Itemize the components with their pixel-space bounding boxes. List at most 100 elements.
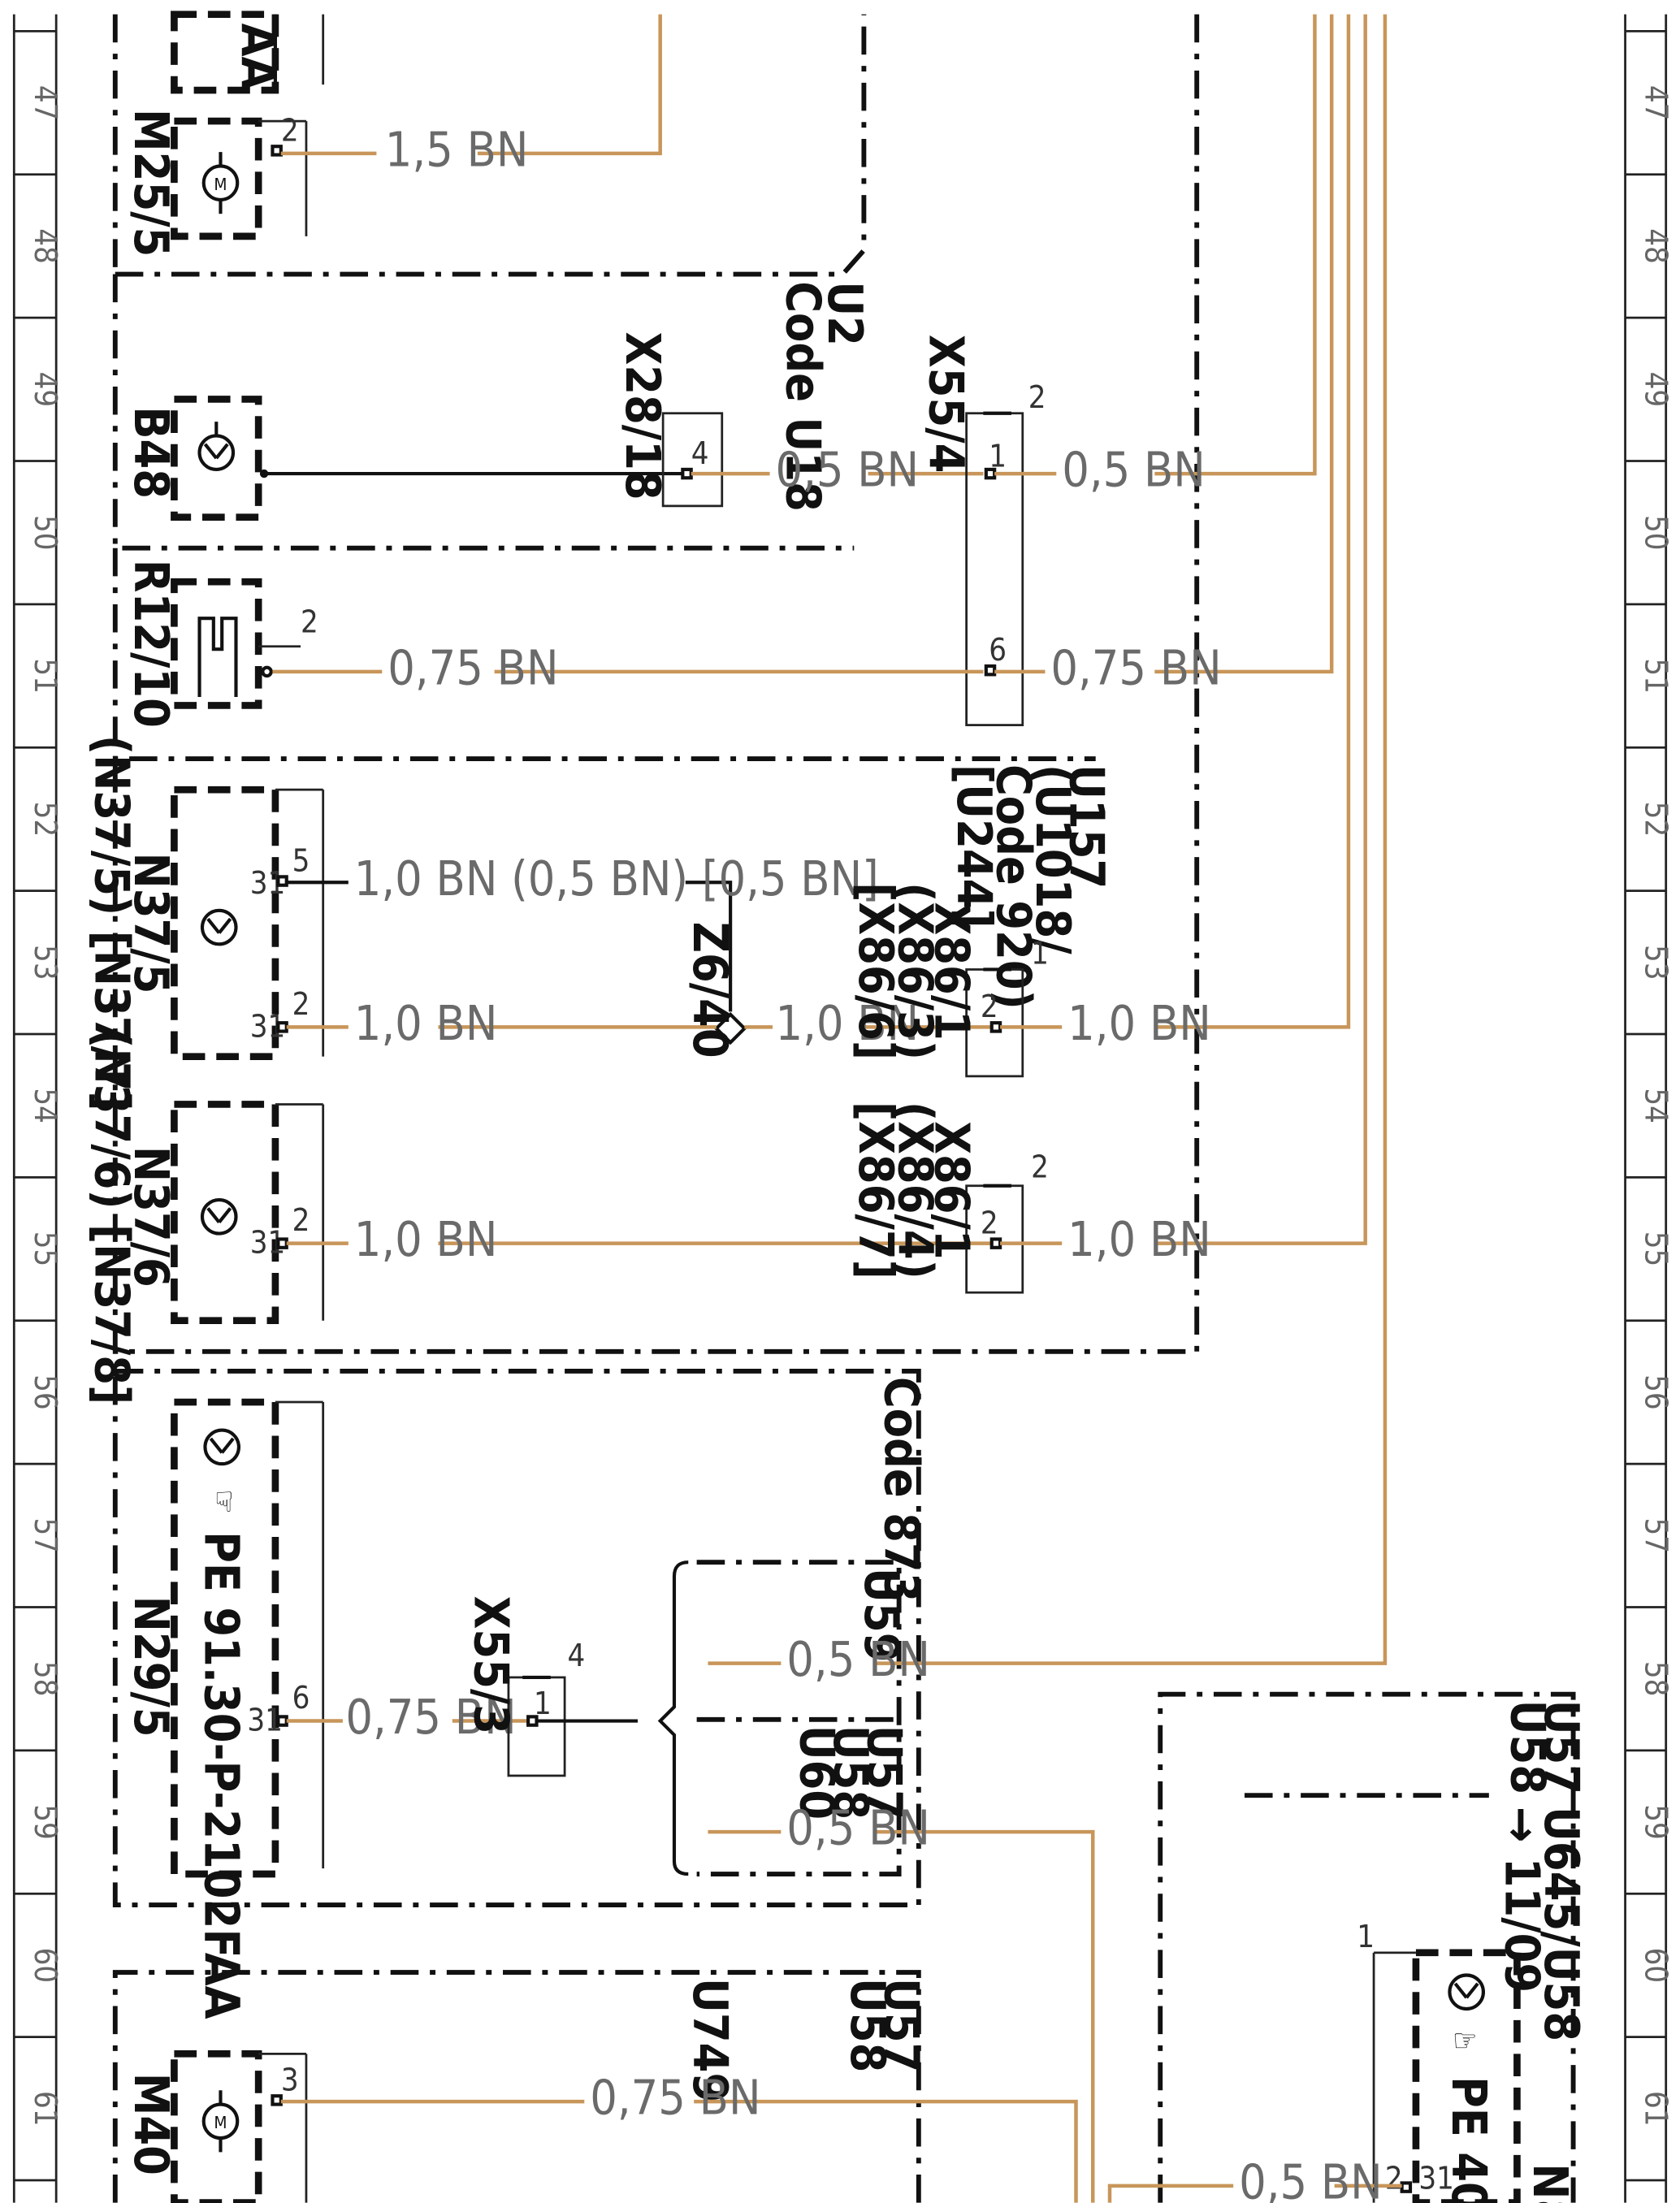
grid-number: 60 [28,1948,63,1984]
grid-number: 54 [28,1088,63,1123]
svg-text:0,75 BN: 0,75 BN [590,2070,760,2126]
variant-brace: U59 U57 U58 U60 [657,1560,913,1876]
grid-number: 58 [28,1661,63,1697]
svg-text:0,5 BN: 0,5 BN [786,1631,930,1687]
code-u157: U157 (U1018/ Code 920) [U244] [946,764,1115,1010]
grid-number: 56 [28,1374,63,1410]
svg-text:U58: U58 [823,1725,879,1820]
grid-number: 60 [1639,1948,1674,1984]
wire-x55-right-1: 0,5 BN [994,14,1317,498]
svg-text:0,5 BN: 0,5 BN [1062,442,1206,498]
wire-u59: 0,5 BN [708,14,1388,1687]
code-873: Code 873 [873,1377,929,1603]
grid-number: 54 [1639,1088,1674,1123]
svg-text:2: 2 [981,989,998,1024]
svg-text:6: 6 [989,632,1007,668]
wire-x55-right-2: 0,75 BN [994,14,1334,695]
grid-number: 56 [1639,1374,1674,1410]
svg-text:U58: U58 [1500,1700,1557,1795]
svg-text:[X86/7]: [X86/7] [848,1102,904,1279]
grid-number: 50 [28,515,63,551]
svg-text:X28/18: X28/18 [615,331,671,500]
grid-number: 61 [1639,2091,1674,2127]
svg-text:[U244]: [U244] [946,764,1002,928]
svg-text:0,5 BN: 0,5 BN [775,442,919,498]
code-u2: U2 Code U18 [775,281,873,512]
svg-text:31: 31 [250,1225,286,1261]
svg-text:U645/U58: U645/U58 [1534,1807,1590,2041]
grid-number: 53 [1639,945,1674,980]
b48-component: B48 [123,396,262,522]
wire-n8: 0,5 BN [1107,2153,1402,2203]
svg-text:PE 91.30-P-2102FAA: PE 91.30-P-2102FAA [193,1531,249,2019]
wire-x28-x55: 0,5 BN [691,442,984,498]
svg-text:2: 2 [301,604,318,639]
grid-number: 47 [28,85,63,121]
x28-18-connector: X28/18 4 [615,331,724,508]
svg-text:(N37/5) [N37/7]: (N37/5) [N37/7] [84,735,141,1111]
svg-text:0,75 BN: 0,75 BN [1050,639,1221,695]
svg-text:2: 2 [292,1202,310,1238]
m25-5-label: M25/5 [123,109,180,257]
svg-text:0,5 BN: 0,5 BN [786,1800,930,1856]
grid-number: 47 [1639,85,1674,121]
svg-text:U2: U2 [817,281,873,346]
wire-n37-5-bottom: 1,0 BN 1,0 BN [286,995,992,1051]
svg-text:(N37/6) [N37/8]: (N37/6) [N37/8] [84,1028,141,1404]
svg-text:(U1018/: (U1018/ [1025,764,1081,954]
wire-m25-5: 1,5 BN [280,14,662,177]
svg-text:31: 31 [250,865,286,901]
grid-number: 53 [28,945,63,980]
svg-text:6: 6 [292,1680,310,1716]
svg-text:U59: U59 [854,1568,910,1663]
svg-text:Z6/40: Z6/40 [682,922,738,1058]
svg-text:N29/5: N29/5 [123,1596,180,1738]
svg-text:U57: U57 [873,1978,929,2073]
aa-label: AA [230,24,286,90]
svg-text:[X86/6]: [X86/6] [848,882,904,1060]
hand-pointer-icon-2: ☞ [1453,2023,1478,2058]
svg-text:1,0 BN: 1,0 BN [1067,995,1211,1051]
x86-1-upper-connector: X86/1 (X86/3) [X86/6] 1 2 [848,882,1049,1078]
grid-number: 57 [28,1518,63,1554]
grid-number: 59 [28,1804,63,1840]
grid-number: 55 [1639,1231,1674,1267]
svg-text:X86/1: X86/1 [924,1121,981,1259]
grid-number: 52 [1639,802,1674,837]
svg-text:N37/5: N37/5 [123,852,180,993]
grid-number: 49 [28,372,63,408]
grid-number: 51 [28,658,63,694]
svg-text:5: 5 [292,842,310,878]
svg-text:X55/4: X55/4 [919,335,975,473]
z6-40-splice: Z6/40 [682,922,747,1058]
svg-text:31: 31 [250,1008,286,1044]
grid-number: 59 [1639,1804,1674,1840]
wire-n29-5: 0,75 BN [286,1689,529,1745]
svg-text:M40: M40 [123,2073,180,2175]
grid-number: 61 [28,2091,63,2127]
svg-text:X86/1: X86/1 [924,902,981,1040]
svg-text:U57: U57 [857,1725,913,1820]
svg-text:0,5 BN: 0,5 BN [1239,2153,1383,2203]
x55-3-connector: X55/3 4 1 [463,1596,639,1777]
svg-text:N37/6: N37/6 [123,1146,180,1288]
svg-text:Code U18: Code U18 [775,281,831,512]
b48-label: B48 [123,406,180,499]
svg-text:X55/3: X55/3 [463,1596,519,1734]
wire-x86-lower-right: 1,0 BN [1000,14,1367,1267]
svg-text:U60: U60 [790,1725,846,1820]
svg-text:N8: N8 [1522,2163,1578,2203]
svg-text:1: 1 [989,438,1007,474]
wire-n37-5-top: 1,0 BN (0,5 BN) [0,5 BN] [286,850,879,1012]
grid-number: 58 [1639,1661,1674,1697]
svg-text:2: 2 [1385,2160,1403,2196]
n37-6-component: N37/6 (N37/6) [N37/8] 2 31 [84,1028,325,1404]
m25-5-pin: 2 [281,112,299,148]
svg-text:(X86/3): (X86/3) [888,882,944,1060]
svg-text:U57: U57 [1534,1700,1590,1795]
svg-text:→ 11/09: → 11/09 [1495,1807,1551,1993]
svg-text:3: 3 [281,2062,299,2097]
m40-component: M M40 3 [123,2050,308,2203]
